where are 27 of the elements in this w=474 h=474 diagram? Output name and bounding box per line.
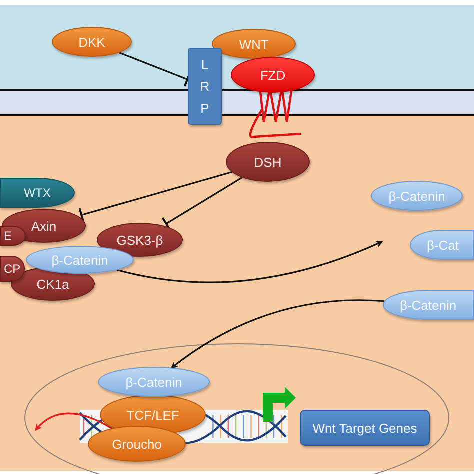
protein-label: CK1a <box>36 278 70 290</box>
protein-label: β-Cat <box>427 238 460 252</box>
protein-ellipse <box>383 290 474 320</box>
protein-label: CP <box>4 263 21 275</box>
protein-label: FZD <box>260 68 286 82</box>
protein-label: Groucho <box>112 438 162 450</box>
protein-label: β-Catenin <box>126 376 182 388</box>
inhibition-line <box>78 172 232 222</box>
protein-label: β-Catenin <box>388 190 446 202</box>
protein-label: GSK3-β <box>116 234 164 246</box>
protein-label: TCF/LEF <box>126 408 180 422</box>
protein-label: β-Catenin <box>52 254 108 266</box>
protein-label: WNT <box>239 38 269 50</box>
receptor-label: L R P <box>199 56 211 118</box>
protein-label: WTX <box>24 187 51 199</box>
arrow <box>170 300 384 369</box>
protein-label: DKK <box>78 36 106 48</box>
protein-label: β-Catenin <box>400 298 457 312</box>
protein-label: E <box>4 230 12 242</box>
arrow <box>35 412 112 432</box>
protein-label: DSH <box>254 156 282 168</box>
protein-ellipse <box>410 230 474 260</box>
gene-box <box>300 410 430 446</box>
protein-label: Axin <box>31 220 57 232</box>
gene-label: Wnt Target Genes <box>312 422 418 434</box>
receptor-bar <box>188 48 222 125</box>
arrow <box>117 241 384 284</box>
